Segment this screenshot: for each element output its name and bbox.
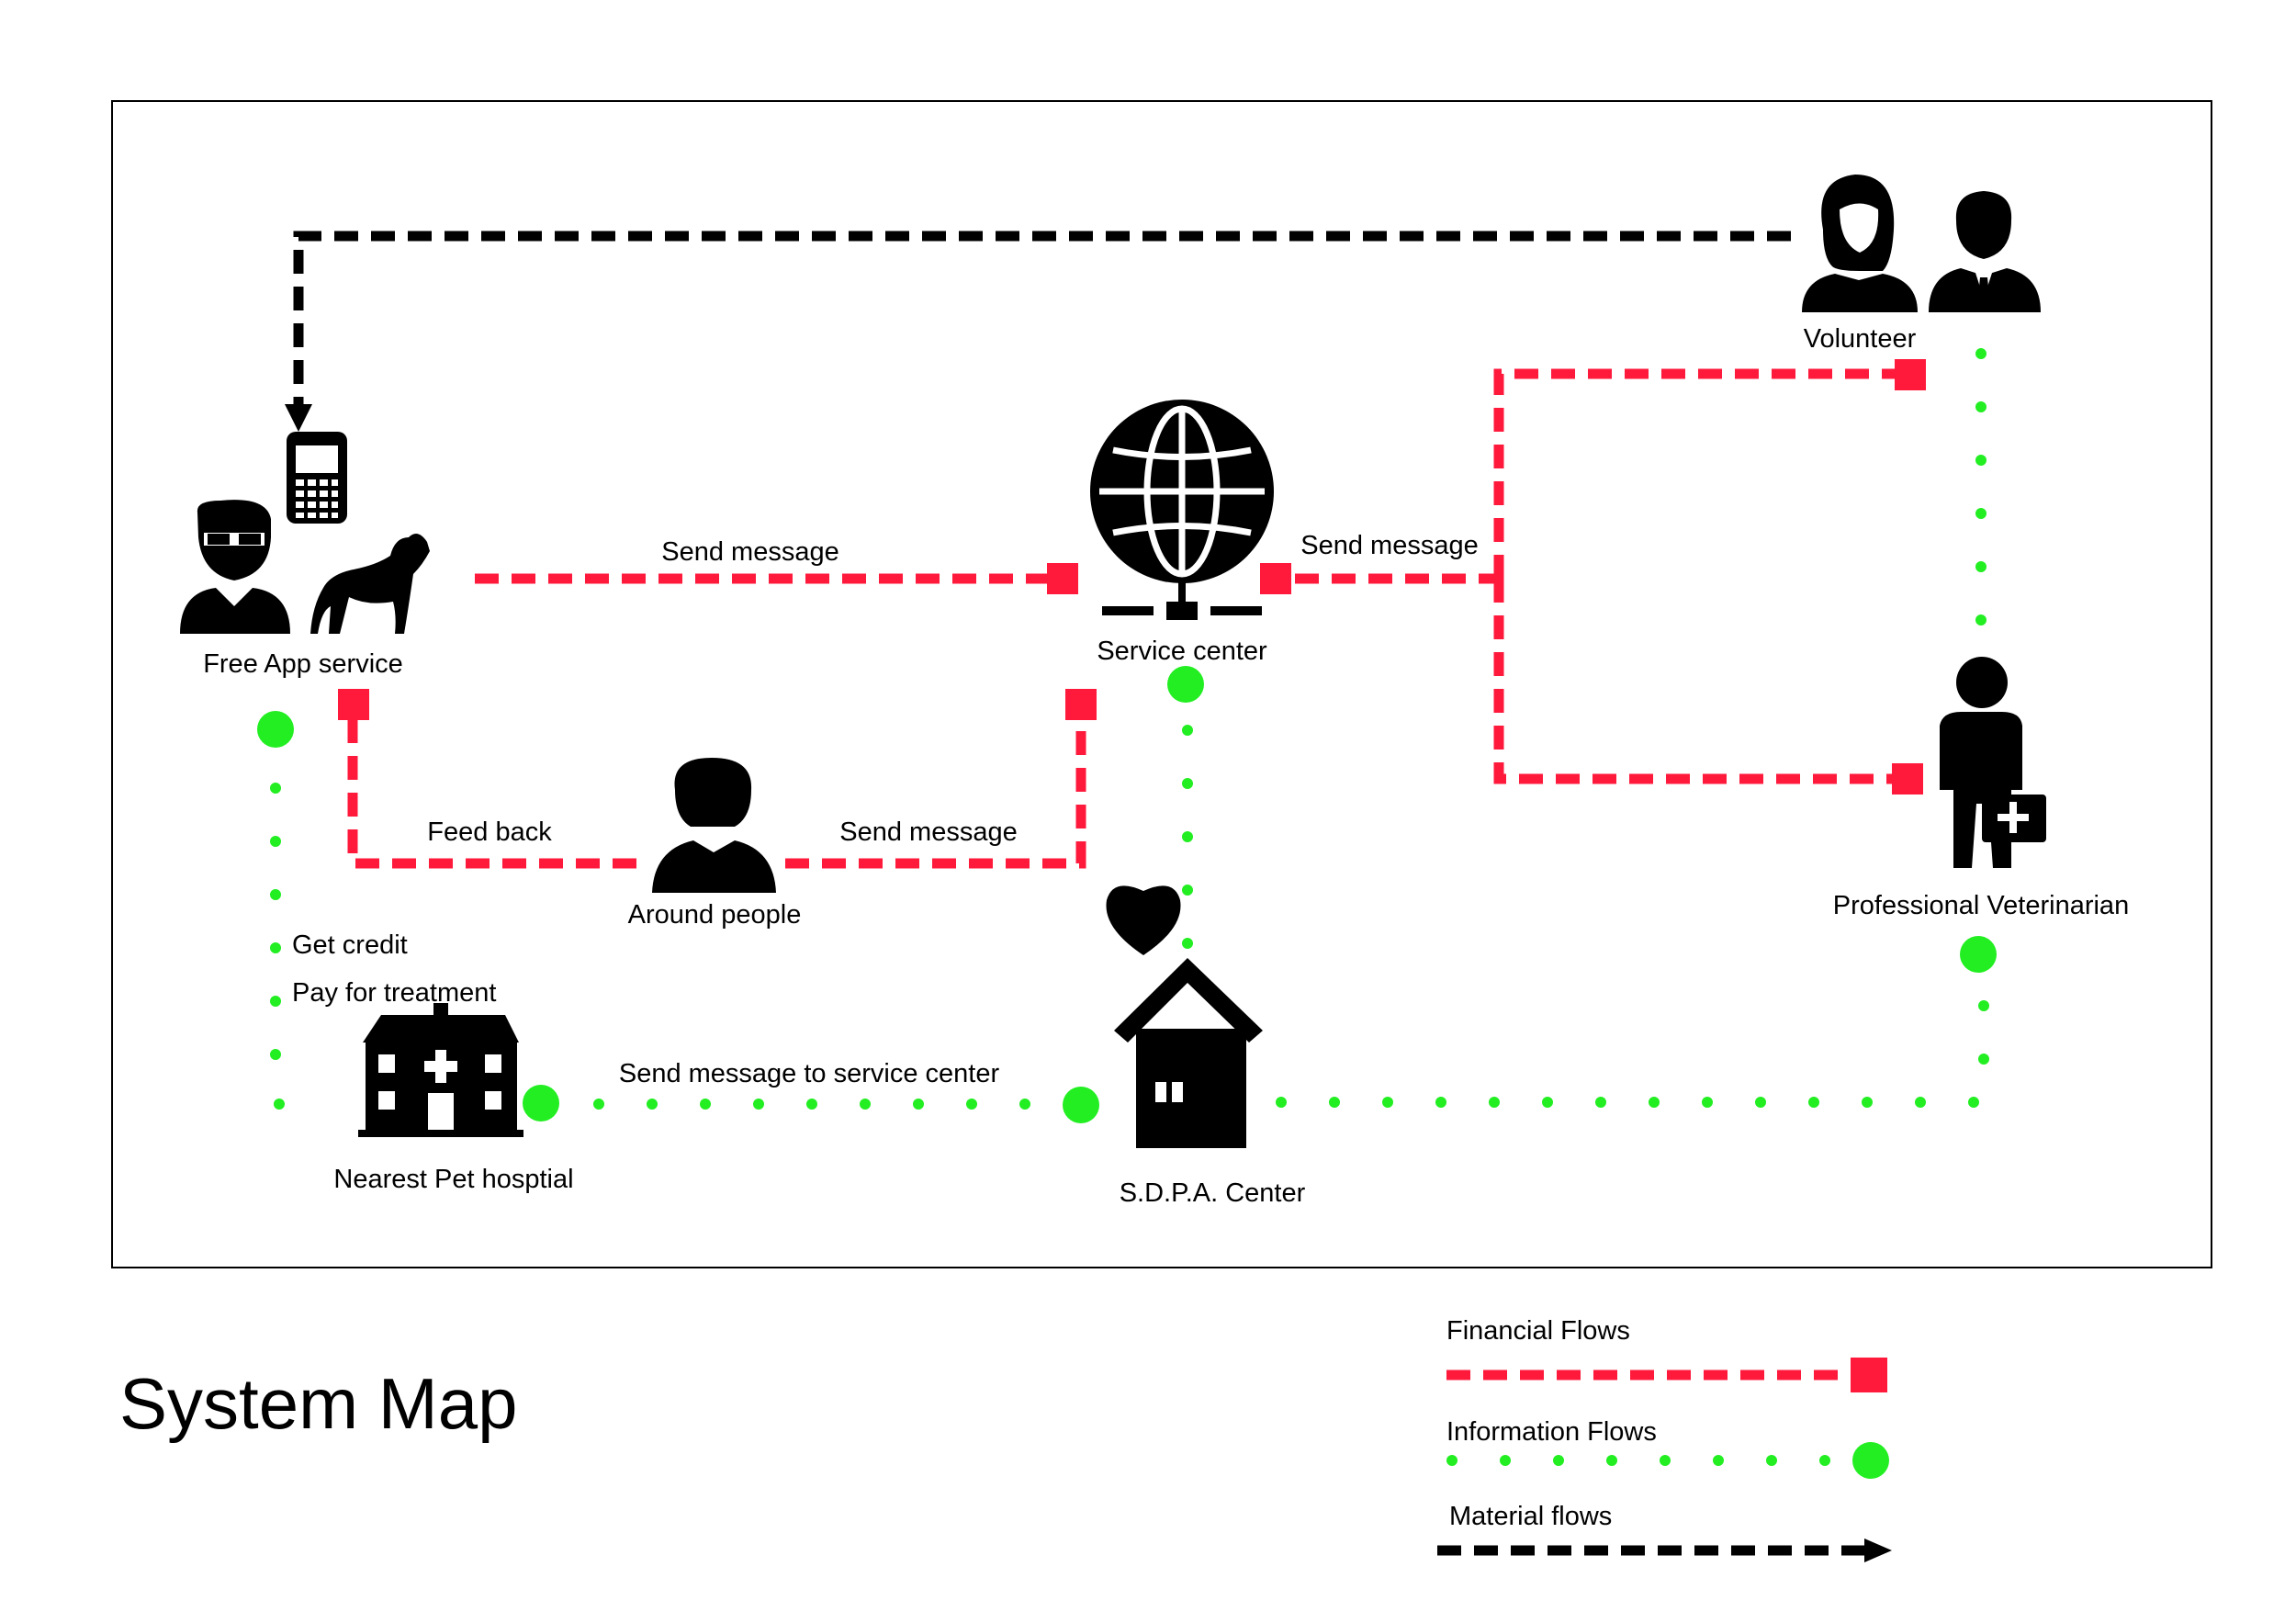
flow-label-get-credit: Get credit — [292, 930, 408, 960]
flow-label-send-message: Send message — [1300, 531, 1478, 560]
flow-end-dot — [1167, 666, 1204, 703]
person-glasses-icon — [180, 500, 290, 634]
legend-financial-square — [1851, 1358, 1887, 1392]
flow-label-send-message: Send message — [661, 537, 838, 567]
information-flows — [257, 348, 1997, 1123]
hospital-building-icon — [358, 1003, 523, 1137]
node-label-service-center: Service center — [1097, 637, 1267, 666]
material-flow-volunteer-to-app — [285, 231, 1791, 432]
node-label-volunteer: Volunteer — [1804, 324, 1917, 354]
flow-end-square — [1895, 359, 1926, 390]
node-label-free-app: Free App service — [203, 649, 403, 679]
person-icon — [652, 758, 776, 893]
node-label-pet-hospital: Nearest Pet hosptial — [333, 1165, 573, 1194]
globe-network-icon — [1090, 400, 1274, 620]
node-label-professional-vet: Professional Veterinarian — [1833, 891, 2129, 920]
legend-information-dot — [1852, 1442, 1889, 1479]
legend: Financial Flows Information Flows Materi… — [1437, 1316, 1892, 1562]
volunteer-man-icon — [1929, 191, 2041, 312]
legend-label-financial: Financial Flows — [1446, 1316, 1630, 1346]
mobile-phone-icon — [287, 432, 347, 524]
flow-end-dot — [523, 1085, 559, 1121]
flow-label-send-message: Send message — [839, 817, 1017, 847]
flow-label-feed-back: Feed back — [427, 817, 552, 847]
dog-icon — [310, 534, 430, 634]
flow-end-square — [1260, 563, 1291, 594]
arrow-head-icon — [285, 404, 312, 432]
diagram-frame — [111, 100, 2212, 1268]
flow-end-dot — [1960, 936, 1997, 973]
flow-label-send-message-service: Send message to service center — [619, 1059, 1000, 1088]
flow-end-square — [338, 689, 369, 720]
shelter-house-heart-icon — [1106, 885, 1263, 1148]
legend-label-information: Information Flows — [1446, 1417, 1657, 1447]
veterinarian-icon — [1940, 657, 2046, 868]
node-label-sdpa: S.D.P.A. Center — [1120, 1178, 1306, 1208]
node-label-around-people: Around people — [628, 900, 802, 930]
flow-end-square — [1065, 689, 1097, 720]
flow-end-dot — [1063, 1087, 1099, 1123]
flow-end-square — [1892, 763, 1923, 795]
page-title: System Map — [119, 1363, 517, 1444]
legend-arrow-head-icon — [1864, 1538, 1892, 1562]
volunteer-woman-icon — [1802, 175, 1918, 312]
flow-end-dot — [257, 711, 294, 748]
flow-end-square — [1047, 563, 1078, 594]
legend-label-material: Material flows — [1449, 1502, 1612, 1531]
flow-label-pay-treatment: Pay for treatment — [292, 978, 496, 1008]
financial-flows — [338, 359, 1926, 869]
